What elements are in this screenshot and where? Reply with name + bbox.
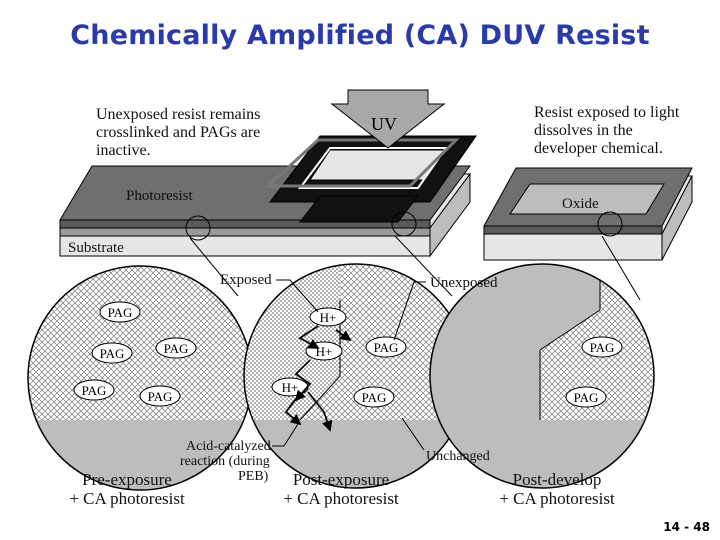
connector-middle [394,235,453,297]
uv-arrow: UV [330,89,446,149]
post-develop-caption-line-1: Post-develop [512,470,602,489]
pag-label: PAG [362,390,387,405]
pre-exposure-caption-line-2: + CA photoresist [69,489,185,508]
pag-label: PAG [148,389,173,404]
exposed-note-line-3: developer chemical. [534,140,663,157]
exposed-callout: Exposed [220,272,319,313]
h-plus-label: H+ [282,380,299,395]
mask-and-exposed-region [264,135,477,223]
connector-right [601,235,641,301]
acid-reaction-line-2: reaction (during [180,454,270,469]
post-exposure-caption-line-2: + CA photoresist [283,489,399,508]
unexposed-label: Unexposed [430,275,498,291]
unexposed-note-line-3: inactive. [96,142,151,159]
acid-diffusion-arrows [284,325,352,432]
h-plus-label: H+ [320,310,337,325]
magnifier-left [185,215,211,241]
connector-left [189,237,239,297]
post-develop-caption-line-2: + CA photoresist [499,489,615,508]
pag-label: PAG [164,341,189,356]
pag-label: PAG [100,346,125,361]
pag-molecules-pre: PAG PAG PAG PAG PAG [73,301,197,407]
pag-label: PAG [82,383,107,398]
unchanged-label: Unchanged [426,449,490,464]
pre-exposure-caption: Pre-exposure + CA photoresist [52,470,202,508]
pre-exposure-caption-line-1: Pre-exposure [82,470,172,489]
unchanged-callout: Unchanged [401,417,490,464]
acid-reaction-line-1: Acid-catalyzed [186,439,271,454]
page-number: 14 - 48 [663,520,710,534]
exposed-label: Exposed [220,272,272,288]
developed-wafer [483,167,693,261]
unexposed-callout: Unexposed [393,275,498,341]
post-develop-circle: PAG PAG [429,263,655,489]
pag-label: PAG [108,305,133,320]
unexposed-note-line-2: crosslinked and PAGs are [96,124,261,141]
pag-label: PAG [374,340,399,355]
unexposed-note-line-1: Unexposed resist remains [96,106,261,123]
uv-label: UV [371,114,397,134]
photoresist-label: Photoresist [126,188,194,204]
pag-label: PAG [590,340,615,355]
acid-reaction-line-3: PEB) [238,469,269,484]
unexposed-note: Unexposed resist remains crosslinked and… [96,106,260,160]
post-develop-caption: Post-develop + CA photoresist [482,470,632,508]
substrate-label: Substrate [68,240,124,256]
oxide-label: Oxide [562,196,599,212]
exposed-note-line-2: dissolves in the [534,122,633,139]
exposed-note: Resist exposed to light dissolves in the… [534,104,679,158]
magnifier-middle [391,211,417,237]
pag-label: PAG [574,390,599,405]
exposed-note-line-1: Resist exposed to light [534,104,680,121]
magnifier-right [597,211,623,237]
slide-title: Chemically Amplified (CA) DUV Resist [70,20,650,51]
h-plus-label: H+ [316,344,333,359]
post-exposure-caption: Post-exposure + CA photoresist [266,470,416,508]
acid-reaction-callout: Acid-catalyzed reaction (during PEB) [180,423,299,484]
post-exposure-caption-line-1: Post-exposure [292,470,390,489]
